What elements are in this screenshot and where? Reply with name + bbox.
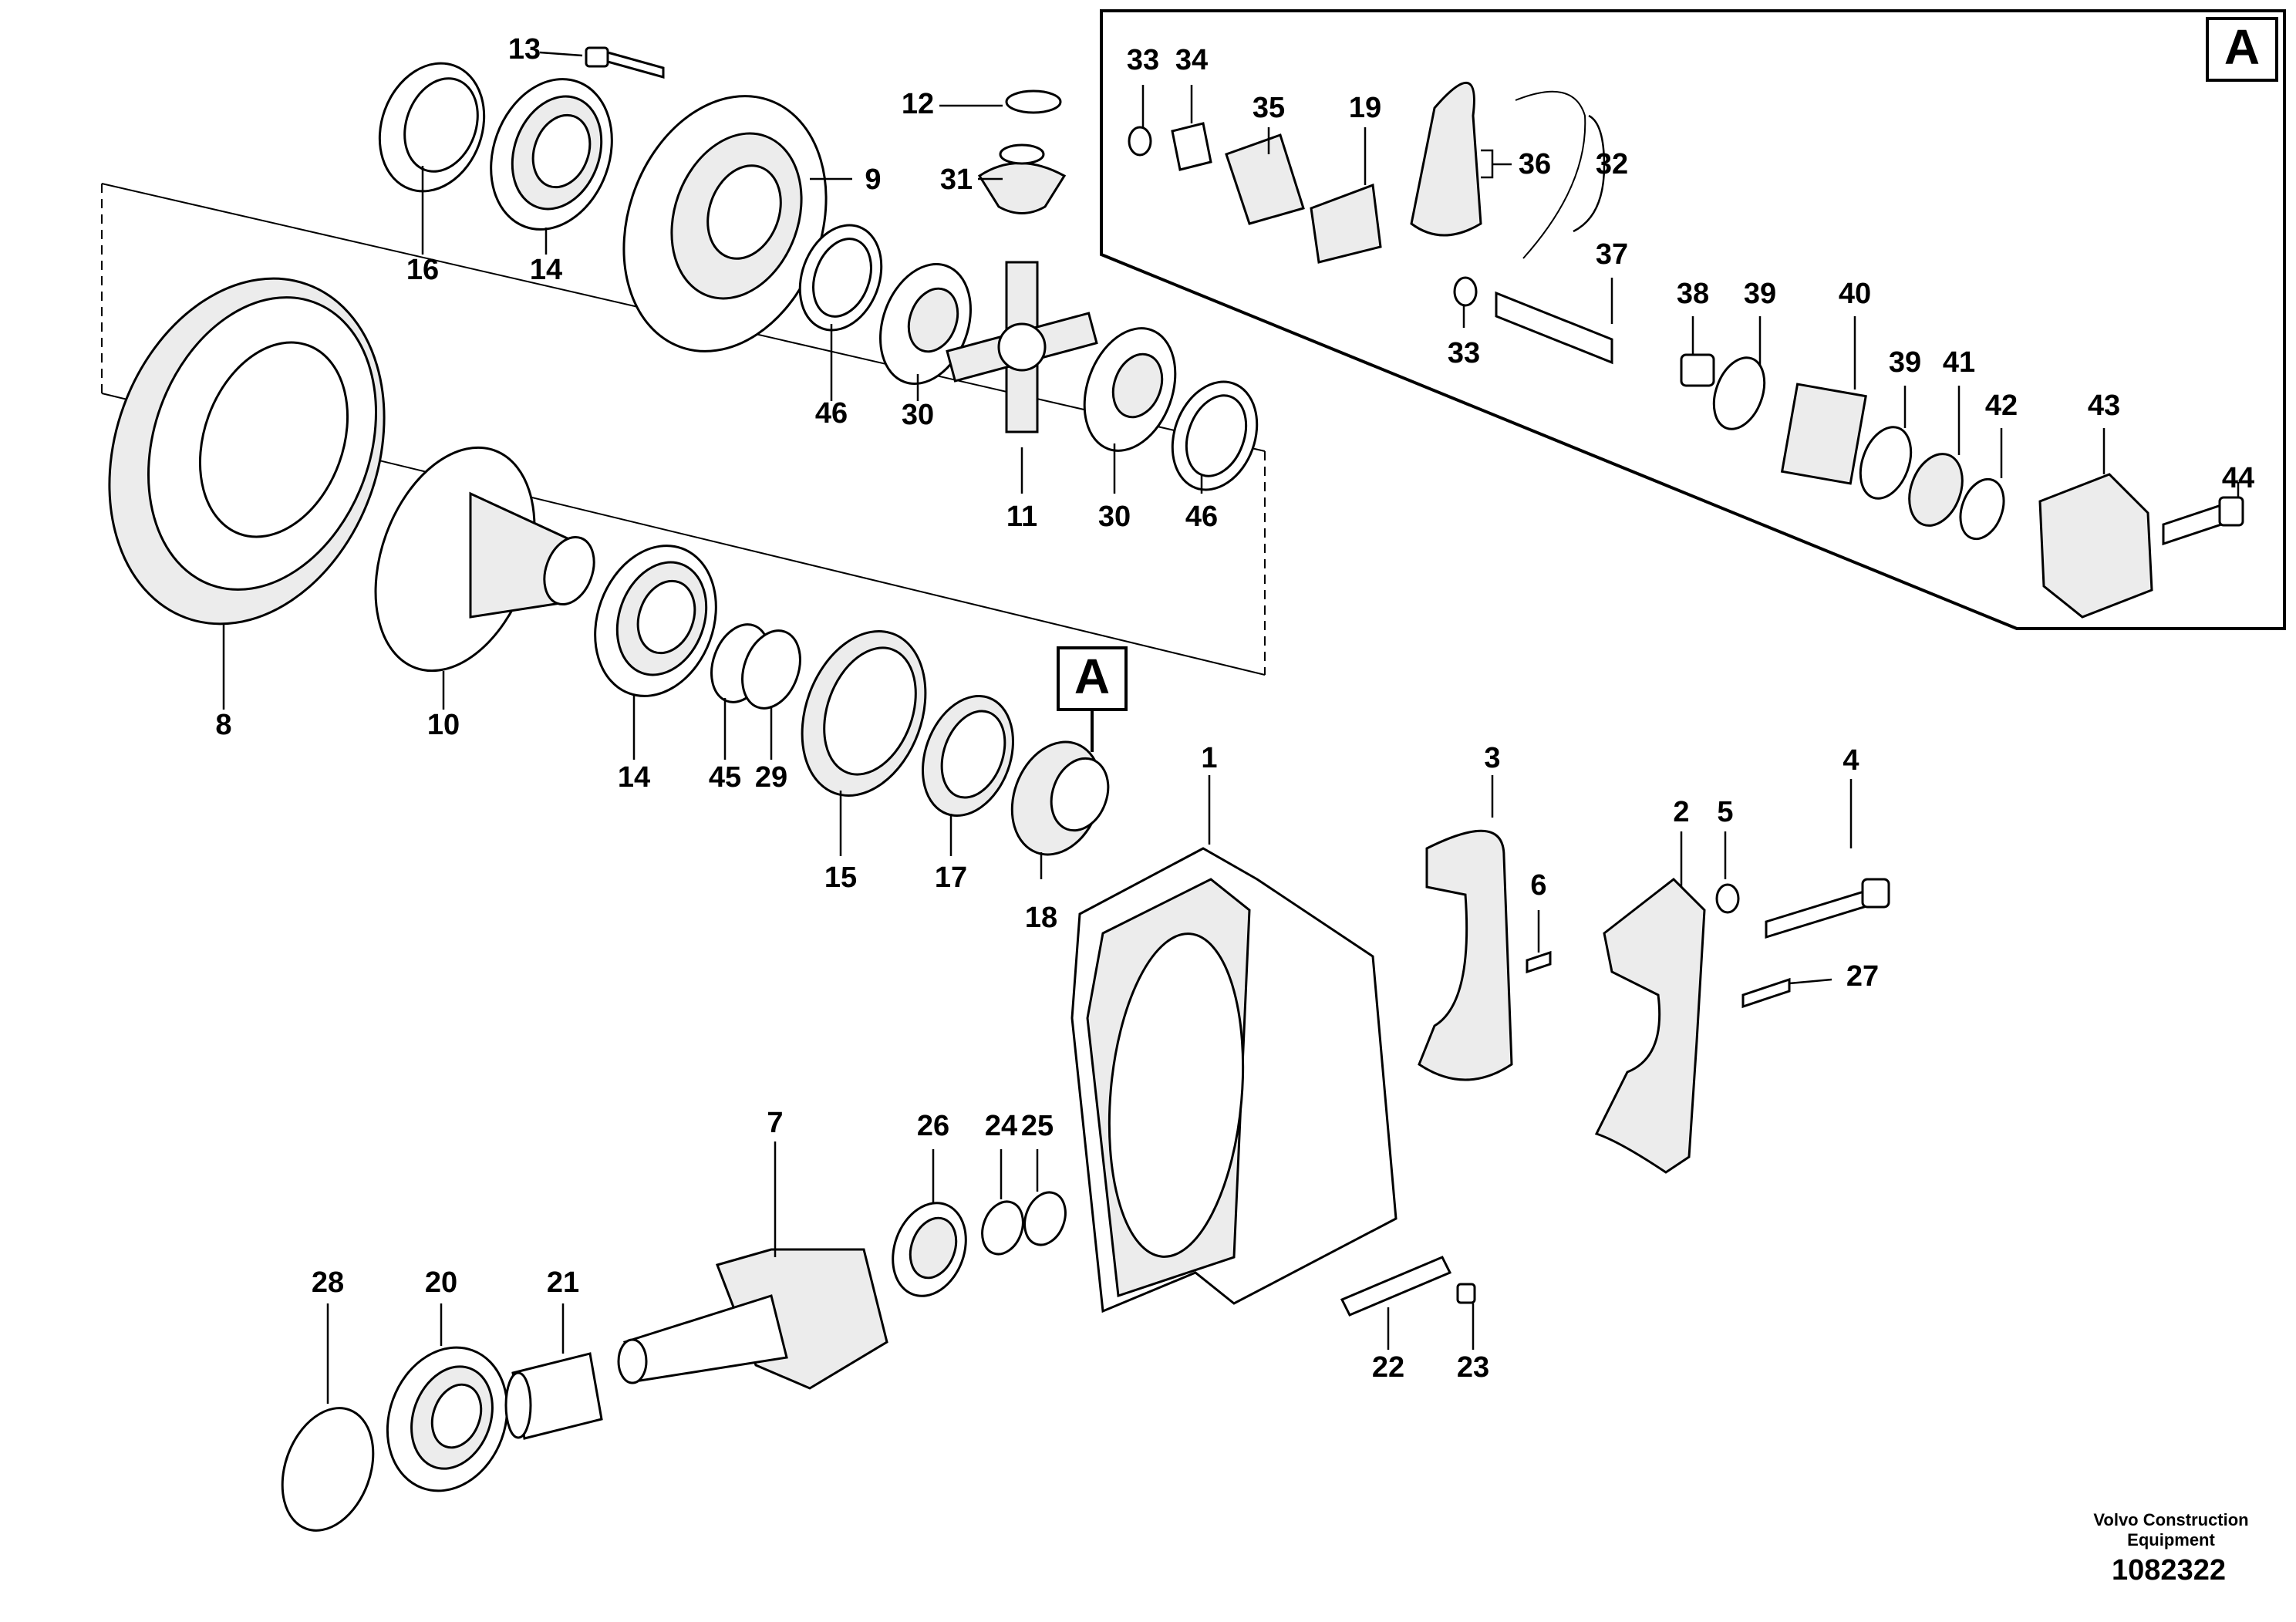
ring-28-graphic [281, 1407, 375, 1532]
label-18: 18 [1025, 902, 1057, 934]
label-3: 3 [1484, 742, 1500, 774]
callout-a-tag: A [1074, 649, 1110, 704]
axle-housing-1-graphic [1070, 847, 1397, 1313]
bearing-14-top-graphic [490, 78, 613, 231]
pinion-7-graphic [617, 1248, 888, 1390]
label-33-bottom: 33 [1448, 337, 1480, 369]
bolt-13-graphic [585, 46, 665, 79]
label-37: 37 [1596, 238, 1628, 271]
bearing-20-graphic [386, 1346, 509, 1492]
label-46-left: 46 [815, 397, 848, 430]
label-11: 11 [1006, 501, 1037, 533]
part-labels: 13 12 9 31 16 14 46 30 11 30 46 8 10 14 … [215, 33, 2254, 1384]
label-34: 34 [1175, 44, 1208, 76]
washer-12-graphic [1005, 89, 1062, 114]
inset-frame: A [1100, 9, 2286, 630]
credit-line-1: Volvo Construction [2093, 1510, 2248, 1529]
label-30-right: 30 [1098, 501, 1131, 533]
shim-46-top-graphic [798, 224, 883, 332]
label-4: 4 [1843, 744, 1859, 777]
rings-45-29-graphic [710, 623, 801, 710]
gear-30-right-graphic [1083, 327, 1177, 452]
sleeve-21-graphic [504, 1352, 603, 1440]
label-10: 10 [427, 709, 460, 741]
housing-10-graphic [374, 446, 595, 673]
label-30-left: 30 [902, 399, 934, 431]
label-33-top: 33 [1127, 44, 1159, 76]
seal-16-graphic [378, 62, 486, 193]
inset-tag: A [2224, 19, 2260, 75]
crown-gear-8-graphic [108, 277, 386, 626]
label-36: 36 [1519, 148, 1551, 180]
bearing-14-mid-graphic [594, 545, 717, 697]
callout-a: A [1057, 646, 1128, 752]
label-46-right: 46 [1185, 501, 1218, 533]
shim-46-right-graphic [1171, 380, 1259, 491]
bearing-26-graphic [892, 1202, 967, 1297]
label-15: 15 [824, 862, 857, 894]
ring-17-graphic [922, 695, 1014, 817]
label-24: 24 [985, 1110, 1017, 1142]
credit-line-2: Equipment [2127, 1530, 2215, 1549]
label-29: 29 [755, 761, 787, 794]
label-2: 2 [1673, 796, 1689, 828]
label-8: 8 [215, 709, 231, 741]
label-25: 25 [1021, 1110, 1054, 1142]
label-41: 41 [1943, 346, 1975, 379]
label-14-mid: 14 [618, 761, 650, 794]
leader-lines [222, 51, 2240, 1404]
label-28: 28 [312, 1266, 344, 1299]
label-1: 1 [1201, 742, 1217, 774]
drawing-number: 1082322 [2112, 1554, 2226, 1587]
label-43: 43 [2088, 389, 2120, 422]
label-38: 38 [1677, 278, 1709, 310]
label-14-top: 14 [530, 254, 562, 286]
label-5: 5 [1717, 796, 1733, 828]
label-39-right: 39 [1889, 346, 1921, 379]
label-6: 6 [1530, 869, 1546, 902]
ring-15-graphic [801, 629, 927, 798]
gear-31-graphic [977, 143, 1067, 214]
label-31: 31 [940, 164, 973, 196]
label-7: 7 [767, 1107, 783, 1139]
label-27: 27 [1846, 960, 1879, 993]
label-13: 13 [508, 33, 541, 66]
sleeve-18-graphic [1010, 740, 1110, 856]
credit-block: Volvo Construction Equipment 1082322 [2093, 1510, 2248, 1587]
bearing-cap-2-graphic [1594, 878, 1706, 1174]
rings-24-25-graphic [981, 1191, 1067, 1256]
label-20: 20 [425, 1266, 457, 1299]
label-19: 19 [1349, 92, 1381, 124]
diff-housing-9-graphic [622, 95, 828, 352]
label-12: 12 [902, 88, 934, 120]
label-45: 45 [709, 761, 741, 794]
label-39-left: 39 [1744, 278, 1776, 310]
label-26: 26 [917, 1110, 949, 1142]
label-22: 22 [1372, 1351, 1404, 1384]
plate-22-graphic [1340, 1256, 1476, 1317]
label-9: 9 [865, 164, 881, 196]
inset-parts-graphic [1128, 82, 2244, 619]
spider-cross-11-graphic [946, 261, 1098, 433]
label-17: 17 [935, 862, 967, 894]
label-44: 44 [2222, 462, 2254, 494]
small-hardware-graphic [1526, 878, 1890, 1009]
label-42: 42 [1985, 389, 2018, 422]
label-23: 23 [1457, 1351, 1489, 1384]
label-16: 16 [406, 254, 439, 286]
label-40: 40 [1839, 278, 1871, 310]
label-21: 21 [547, 1266, 579, 1299]
label-32: 32 [1596, 148, 1628, 180]
label-35: 35 [1253, 92, 1285, 124]
bearing-cap-3-graphic [1418, 829, 1513, 1081]
